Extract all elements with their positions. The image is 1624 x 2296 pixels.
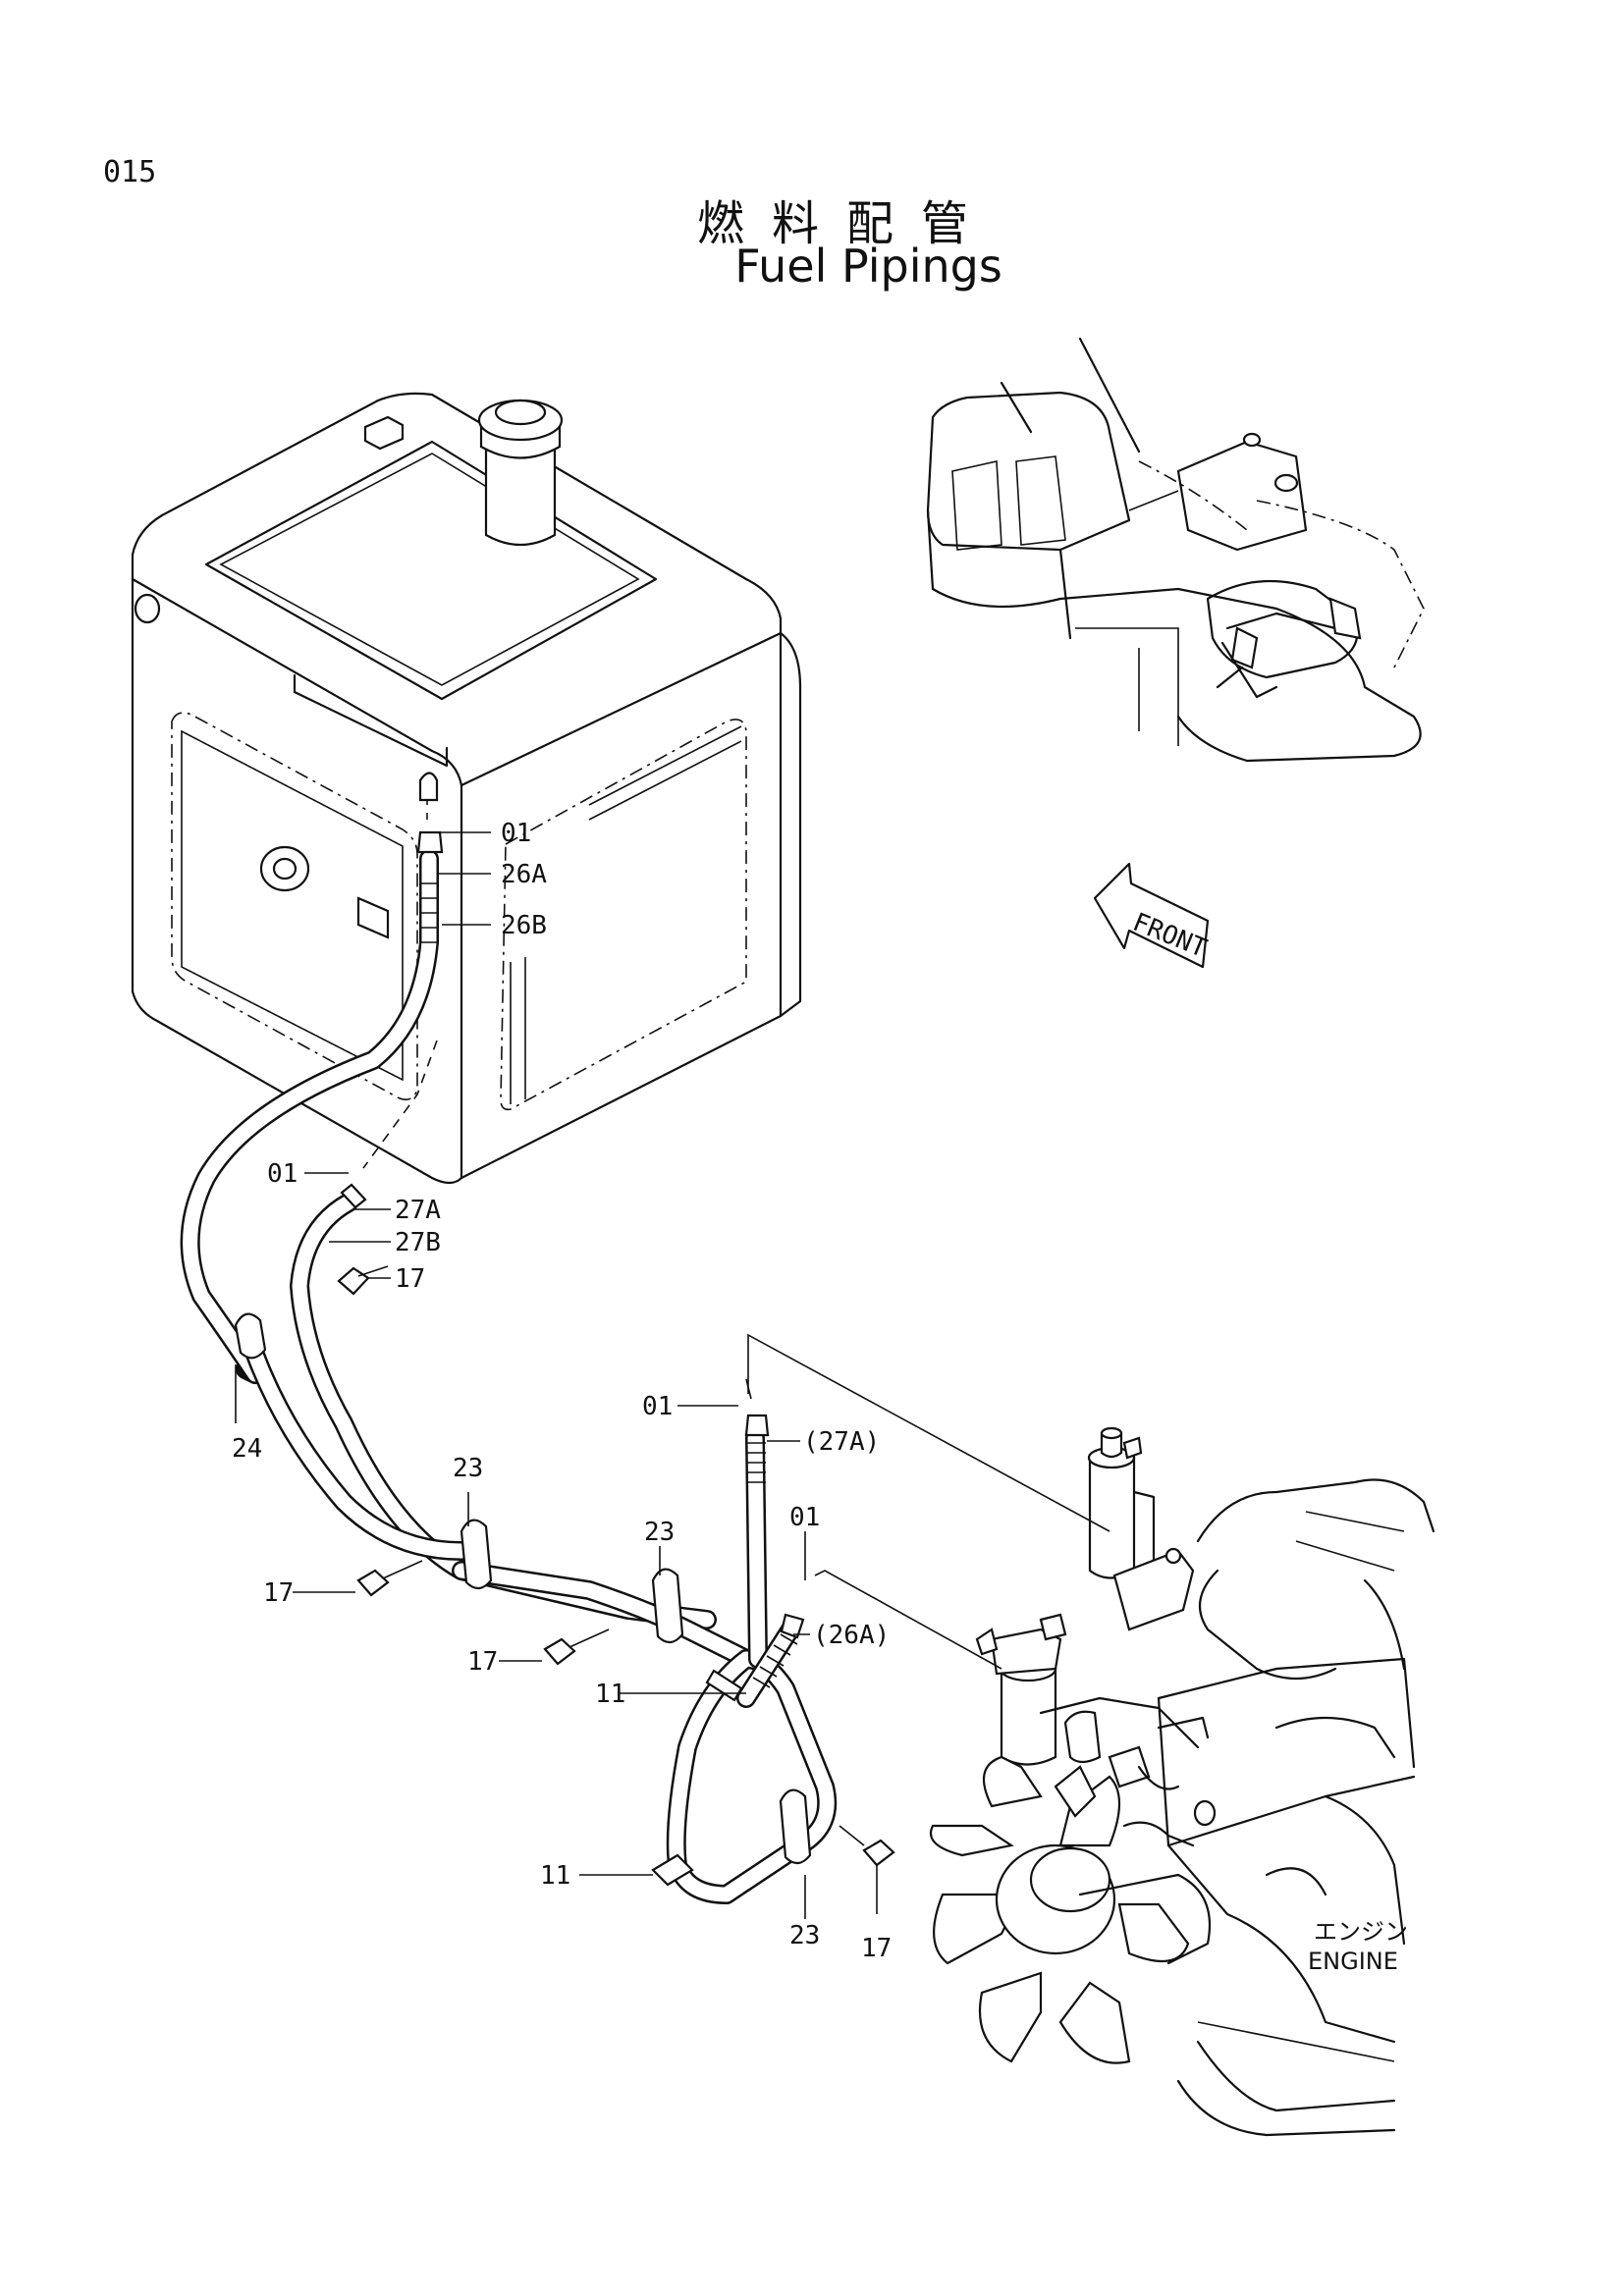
callout-17-middle: 17 bbox=[467, 1647, 498, 1677]
callouts: 01 26A 26B 01 27A 27B 17 24 01 (27A) 23 … bbox=[232, 819, 892, 1963]
bolts bbox=[337, 1265, 895, 1867]
engine bbox=[930, 1426, 1435, 2137]
callout-17-upper: 17 bbox=[395, 1264, 425, 1294]
callout-24: 24 bbox=[232, 1434, 262, 1464]
title-japanese: 燃料配管 bbox=[696, 196, 996, 251]
front-direction-arrow: FRONT bbox=[1093, 862, 1212, 969]
leader-lines bbox=[235, 831, 878, 1919]
callout-26a-ref: (26A) bbox=[813, 1621, 890, 1650]
callout-26a: 26A bbox=[501, 860, 547, 889]
callout-11-upper: 11 bbox=[595, 1680, 625, 1709]
callout-11-lower: 11 bbox=[540, 1861, 570, 1891]
fuel-tank bbox=[131, 392, 802, 1185]
title-english: Fuel Pipings bbox=[734, 240, 1002, 293]
callout-26b: 26B bbox=[501, 911, 547, 940]
callout-27a: 27A bbox=[395, 1196, 441, 1225]
machine-overview bbox=[926, 337, 1425, 763]
callout-01-tank-bottom: 01 bbox=[267, 1159, 298, 1189]
callout-27a-ref: (27A) bbox=[803, 1427, 880, 1457]
callout-23-left: 23 bbox=[453, 1454, 483, 1483]
fuel-hoses bbox=[180, 830, 838, 1904]
engine-label-english: ENGINE bbox=[1308, 1948, 1398, 1975]
callout-17-lower: 17 bbox=[861, 1934, 892, 1963]
engine-label-japanese: エンジン bbox=[1314, 1918, 1408, 1946]
callout-01-engine-mid: 01 bbox=[789, 1503, 820, 1532]
reference-lines bbox=[745, 1333, 1110, 1670]
callout-01-engine-top: 01 bbox=[642, 1392, 673, 1421]
hose-clamps bbox=[234, 1312, 812, 1887]
callout-27b: 27B bbox=[395, 1228, 441, 1257]
callout-23-lower: 23 bbox=[789, 1921, 820, 1950]
page-number: 015 bbox=[103, 155, 157, 189]
callout-17-left: 17 bbox=[263, 1578, 294, 1608]
callout-01-tank-top: 01 bbox=[501, 819, 531, 848]
callout-23-middle: 23 bbox=[644, 1518, 675, 1547]
